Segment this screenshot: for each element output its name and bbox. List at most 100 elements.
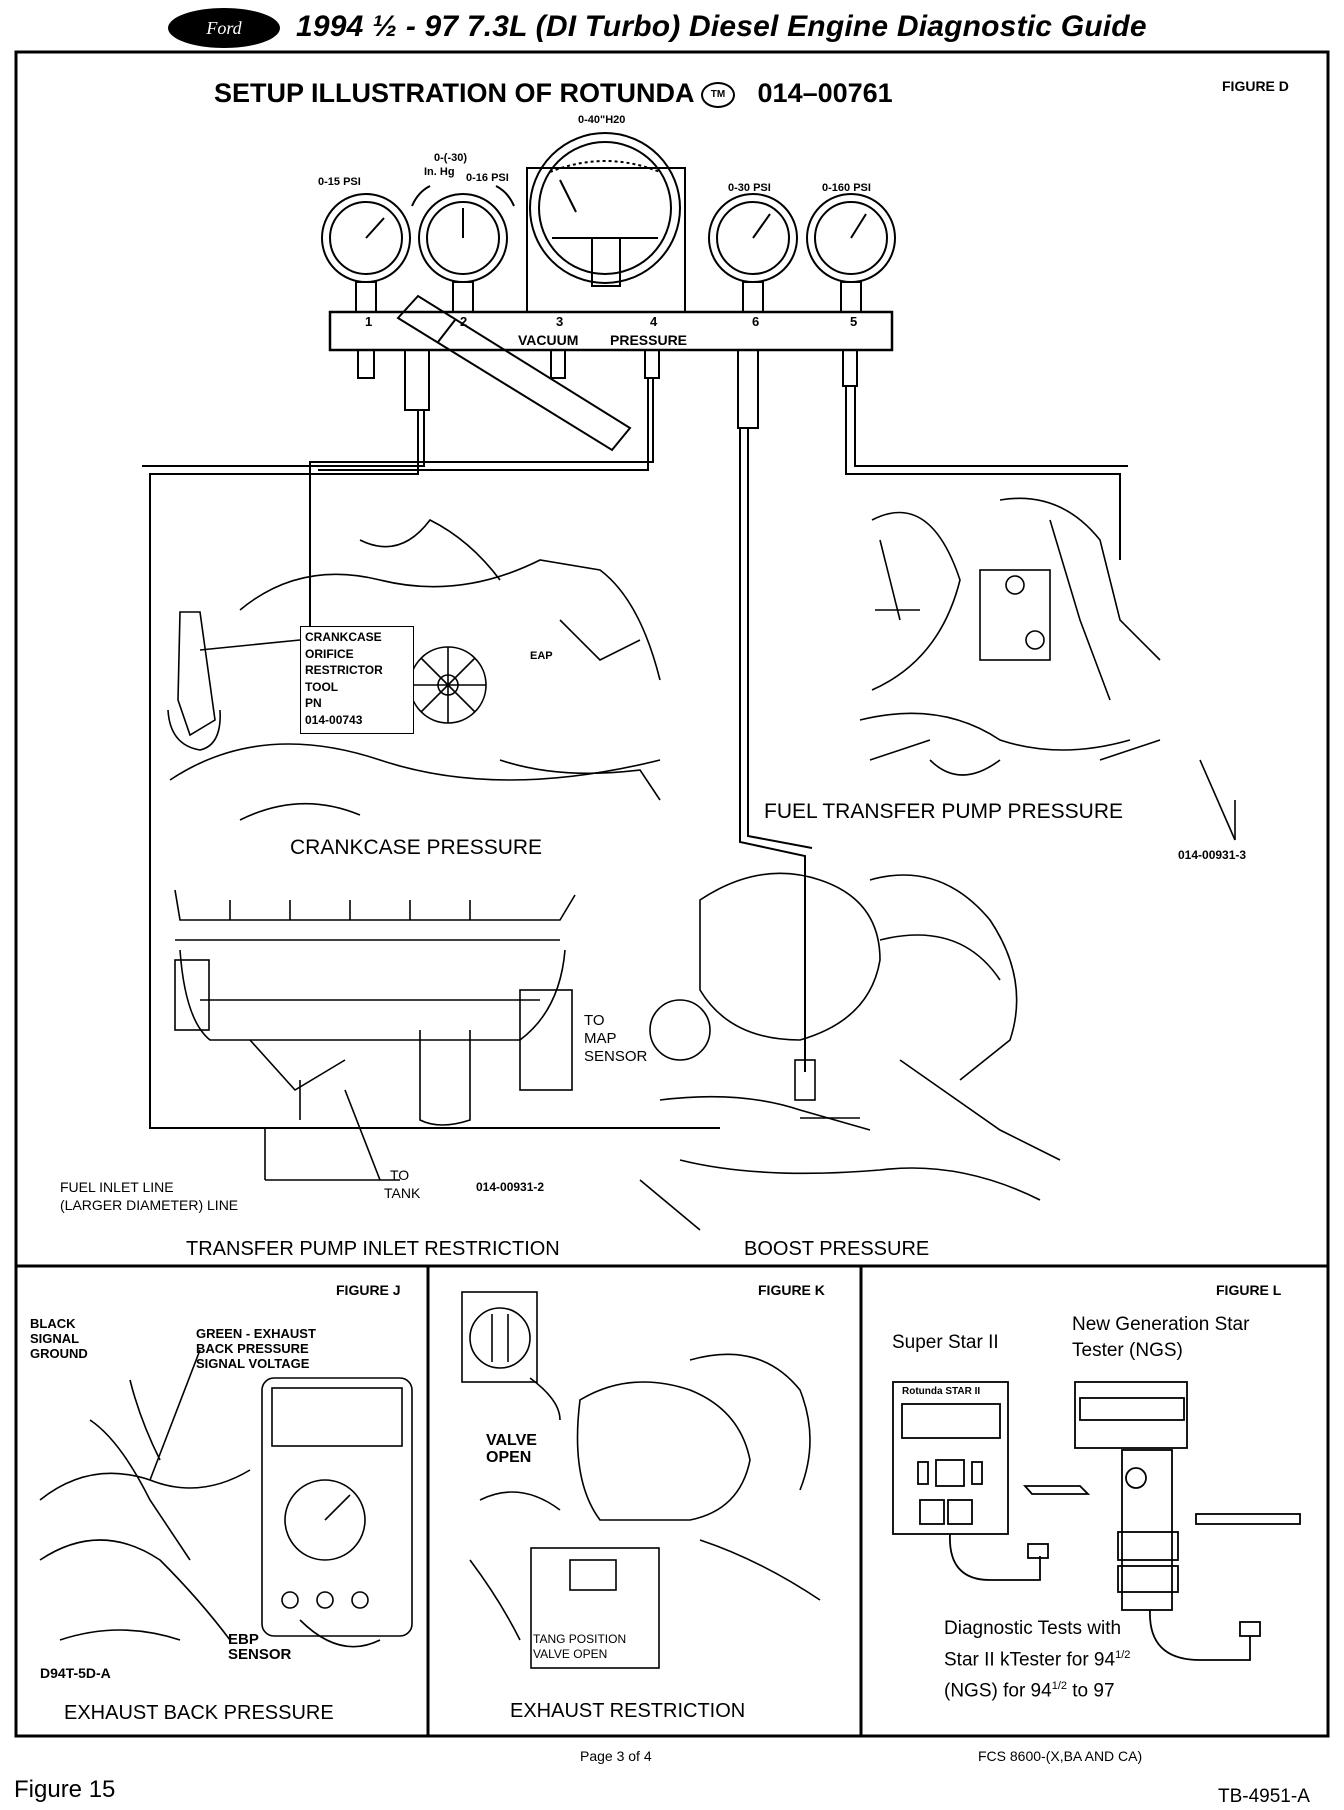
to-map-line-3: SENSOR bbox=[584, 1048, 648, 1065]
port-3-number: 3 bbox=[556, 314, 564, 329]
fuel-transfer-part: 014-00931-3 bbox=[1178, 848, 1247, 862]
diag-line-3-text: (NGS) for 94 bbox=[944, 1680, 1052, 1702]
page-number: Page 3 of 4 bbox=[580, 1748, 652, 1764]
tool-label-line-1: CRANKCASE bbox=[305, 630, 382, 644]
exhaust-back-pressure-caption: EXHAUST BACK PRESSURE bbox=[64, 1702, 334, 1724]
ngs-label: New Generation Star Tester (NGS) bbox=[1072, 1312, 1249, 1364]
to-map-line-2: MAP bbox=[584, 1030, 617, 1047]
gauge-3 bbox=[526, 132, 686, 313]
figure-j-code: D94T-5D-A bbox=[40, 1665, 111, 1681]
inlet-part: 014-00931-2 bbox=[476, 1180, 545, 1194]
valve-open-label: VALVE OPEN bbox=[486, 1432, 537, 1466]
port-5-number: 5 bbox=[850, 314, 858, 329]
gauge-5 bbox=[806, 193, 896, 313]
setup-title-text: SETUP ILLUSTRATION OF ROTUNDA bbox=[214, 78, 694, 108]
diag-line-2-text: Star II kTester for 94 bbox=[944, 1649, 1116, 1671]
tang-position-label: TANG POSITION VALVE OPEN bbox=[533, 1632, 626, 1662]
port-4-number: 4 bbox=[650, 314, 658, 329]
port-6-number: 6 bbox=[752, 314, 760, 329]
fuel-pump-drawing bbox=[859, 497, 1236, 841]
tang-line-2: VALVE OPEN bbox=[533, 1647, 608, 1661]
fuel-inlet-label: FUEL INLET LINE (LARGER DIAMETER) LINE bbox=[60, 1178, 238, 1214]
setup-title: SETUP ILLUSTRATION OF ROTUNDA TM 014–007… bbox=[214, 78, 893, 109]
tool-label-line-4: TOOL bbox=[305, 679, 339, 694]
to-tank-line-1: TO bbox=[390, 1167, 410, 1183]
figure-j-label: FIGURE J bbox=[336, 1282, 401, 1298]
crankcase-tool-box: CRANKCASE ORIFICE RESTRICTOR TOOL PN 014… bbox=[300, 626, 414, 734]
boost-turbo-drawing bbox=[639, 872, 1061, 1231]
figure-l-drawing bbox=[892, 1381, 1301, 1661]
diag-half-2: 1/2 bbox=[1051, 1680, 1067, 1693]
to-tank-line-2: TANK bbox=[384, 1185, 421, 1201]
gauge-4-label: 0-30 PSI bbox=[728, 182, 771, 194]
tool-label-line-6: 014-00743 bbox=[305, 712, 363, 727]
black-signal-line-3: GROUND bbox=[30, 1346, 88, 1361]
valve-open-line-2: OPEN bbox=[486, 1449, 532, 1466]
outer-frame bbox=[14, 50, 1330, 1738]
figure-d-label: FIGURE D bbox=[1222, 78, 1289, 94]
tool-label-line-3: RESTRICTOR bbox=[305, 663, 383, 677]
green-exhaust-label: GREEN - EXHAUST BACK PRESSURE SIGNAL VOL… bbox=[196, 1326, 316, 1371]
restrictor-tool-drawing bbox=[396, 294, 632, 452]
green-exhaust-line-3: SIGNAL VOLTAGE bbox=[196, 1356, 310, 1371]
to-map-line-1: TO bbox=[584, 1012, 605, 1029]
fuel-transfer-caption: FUEL TRANSFER PUMP PRESSURE bbox=[764, 800, 1124, 824]
fuel-inlet-line-1: FUEL INLET LINE bbox=[60, 1179, 174, 1195]
black-signal-label: BLACK SIGNAL GROUND bbox=[30, 1316, 88, 1361]
black-signal-line-2: SIGNAL bbox=[30, 1331, 80, 1346]
setup-part-number: 014–00761 bbox=[757, 78, 893, 108]
boost-pressure-caption: BOOST PRESSURE bbox=[744, 1238, 930, 1260]
gauge-1-label: 0-15 PSI bbox=[318, 176, 361, 188]
gauge-2-unit-label: In. Hg bbox=[424, 166, 455, 178]
crankcase-engine-drawing bbox=[167, 518, 661, 821]
ngs-line-1: New Generation Star bbox=[1072, 1314, 1250, 1335]
gauge-3-label: 0-40"H20 bbox=[578, 114, 626, 126]
figure-j-drawing bbox=[39, 1349, 413, 1648]
page-title: 1994 ½ - 97 7.3L (DI Turbo) Diesel Engin… bbox=[296, 10, 1147, 43]
green-exhaust-line-2: BACK PRESSURE bbox=[196, 1341, 309, 1356]
diagnostic-tests-label: Diagnostic Tests with Star II kTester fo… bbox=[944, 1616, 1130, 1705]
tool-label-line-2: ORIFICE bbox=[305, 646, 354, 661]
ebp-line-2: SENSOR bbox=[228, 1646, 292, 1663]
tool-label-line-5: PN bbox=[305, 696, 322, 710]
inlet-engine-drawing bbox=[174, 889, 576, 1181]
fcs-reference: FCS 8600-(X,BA AND CA) bbox=[978, 1748, 1143, 1764]
gauge-1 bbox=[321, 193, 411, 313]
black-signal-line-1: BLACK bbox=[30, 1316, 76, 1331]
diag-line-3-end: to 97 bbox=[1072, 1680, 1115, 1702]
vacuum-label: VACUUM bbox=[518, 332, 579, 348]
trademark-icon: TM bbox=[701, 81, 736, 108]
diag-line-3: (NGS) for 941/2 to 97 bbox=[944, 1673, 1130, 1704]
figure-k-label: FIGURE K bbox=[758, 1282, 825, 1298]
rotunda-star-label: Rotunda STAR II bbox=[902, 1386, 981, 1397]
gauge-2-range-label: 0-(-30) bbox=[434, 152, 468, 164]
ngs-line-2: Tester (NGS) bbox=[1072, 1340, 1183, 1361]
ebp-line-1: EBP bbox=[228, 1631, 259, 1648]
green-exhaust-line-1: GREEN - EXHAUST bbox=[196, 1326, 316, 1341]
ebp-sensor-label: EBP SENSOR bbox=[228, 1632, 291, 1662]
figure-l-label: FIGURE L bbox=[1216, 1282, 1282, 1298]
fuel-inlet-line-2: (LARGER DIAMETER) LINE bbox=[60, 1197, 239, 1213]
exhaust-restriction-caption: EXHAUST RESTRICTION bbox=[510, 1700, 746, 1722]
figure-number: Figure 15 bbox=[14, 1776, 116, 1803]
transfer-pump-inlet-caption: TRANSFER PUMP INLET RESTRICTION bbox=[186, 1238, 560, 1260]
diag-line-1: Diagnostic Tests with bbox=[944, 1618, 1122, 1639]
gauge-5-label: 0-160 PSI bbox=[822, 182, 871, 194]
tang-line-1: TANG POSITION bbox=[533, 1632, 627, 1646]
eap-label: EAP bbox=[530, 650, 553, 662]
port-1-number: 1 bbox=[365, 314, 373, 329]
diag-line-2: Star II kTester for 941/2 bbox=[944, 1642, 1130, 1673]
gauge-2-psi-label: 0-16 PSI bbox=[466, 172, 509, 184]
pressure-label: PRESSURE bbox=[610, 332, 688, 348]
figure-k-drawing bbox=[461, 1291, 821, 1669]
ford-logo: Ford bbox=[168, 8, 280, 48]
gauge-4 bbox=[708, 193, 798, 313]
to-map-sensor-label: TO MAP SENSOR bbox=[584, 1012, 647, 1066]
valve-open-line-1: VALVE bbox=[486, 1432, 537, 1449]
port-2-number: 2 bbox=[460, 314, 468, 329]
to-tank-label: TO TANK bbox=[384, 1166, 420, 1202]
gauge-2 bbox=[411, 185, 515, 313]
tb-number: TB-4951-A bbox=[1218, 1786, 1310, 1807]
super-star-label: Super Star II bbox=[892, 1332, 999, 1353]
